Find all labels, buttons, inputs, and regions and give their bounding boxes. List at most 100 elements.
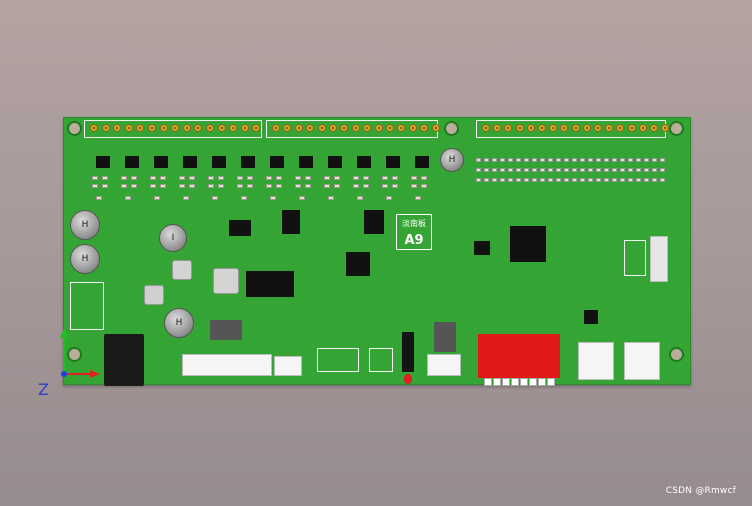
smd-part [516, 168, 521, 172]
header-pad [408, 124, 417, 132]
smd-part [484, 168, 489, 172]
smd-part [572, 158, 577, 162]
resistor [183, 196, 189, 200]
electrolytic-cap-3: I [159, 224, 187, 252]
header-pad [616, 124, 625, 132]
smd-part [484, 158, 489, 162]
header-pad [306, 124, 315, 132]
connector-bottom-2[interactable] [274, 356, 302, 376]
resistor [208, 176, 214, 180]
header-pad [594, 124, 602, 132]
mosfet [154, 156, 168, 168]
resistor [363, 176, 369, 180]
ic-mid [434, 322, 456, 352]
resistor [179, 184, 185, 188]
smd-part [564, 178, 569, 182]
smd-part [524, 158, 529, 162]
resistor [189, 176, 195, 180]
connector-right-2[interactable] [624, 342, 660, 380]
smd-part [612, 168, 617, 172]
resistor [411, 184, 417, 188]
silk-title: 淡南板 [402, 219, 426, 228]
connector-bottom-1[interactable] [182, 354, 272, 376]
smd-part [620, 178, 625, 182]
resistor [237, 176, 243, 180]
smd-part [516, 158, 521, 162]
ic-driver-2 [282, 210, 300, 234]
inductor-2 [213, 268, 239, 294]
header-pad [329, 124, 337, 132]
smd-part [636, 168, 641, 172]
smd-part [524, 178, 529, 182]
ic-opamp [210, 320, 242, 340]
red-pin [484, 378, 492, 386]
smd-part [636, 158, 641, 162]
resistor [150, 184, 156, 188]
red-connector[interactable] [478, 334, 560, 378]
dc-power-jack[interactable] [104, 334, 144, 386]
header-pad [605, 124, 614, 132]
header-pad [538, 124, 546, 132]
mosfet [96, 156, 110, 168]
header-pad [482, 124, 490, 132]
mosfet [270, 156, 284, 168]
mosfet [241, 156, 255, 168]
red-pin [511, 378, 519, 386]
smd-part [596, 168, 601, 172]
mounting-hole-mid-top [444, 121, 459, 136]
smd-part [620, 168, 625, 172]
pcb-board[interactable]: H H I H H 淡南板 A9 [63, 117, 691, 386]
axis-gizmo [60, 328, 100, 378]
ic-power-big [246, 271, 294, 297]
resistor [363, 184, 369, 188]
resistor [357, 196, 363, 200]
header-pad [148, 124, 156, 132]
axis-z-label: Z [38, 380, 49, 399]
connector-vertical-right [650, 236, 668, 282]
smd-part [564, 168, 569, 172]
axis-x-arrow [90, 370, 100, 378]
smd-part [500, 178, 505, 182]
smd-part [596, 158, 601, 162]
header-pad [206, 124, 214, 132]
connector-bottom-3[interactable] [427, 354, 461, 376]
ic-small-right [584, 310, 598, 324]
resistor [160, 176, 166, 180]
resistor [353, 184, 359, 188]
header-pad [493, 124, 502, 132]
smd-part [636, 178, 641, 182]
header-pad [171, 124, 180, 132]
resistor [334, 176, 340, 180]
mosfet [328, 156, 342, 168]
resistor [92, 184, 98, 188]
axis-origin [61, 371, 67, 377]
mounting-hole-tl [67, 121, 82, 136]
resistor [305, 184, 311, 188]
header-pad [420, 124, 429, 132]
smd-part [620, 158, 625, 162]
smd-part [492, 158, 497, 162]
silk-title-box: 淡南板 A9 [396, 214, 432, 250]
resistor [276, 184, 282, 188]
smd-part [660, 158, 665, 162]
header-pad [252, 124, 261, 132]
header-pad [582, 124, 591, 132]
resistor [295, 176, 301, 180]
terminal-block-left [70, 282, 104, 330]
smd-part [476, 178, 481, 182]
smd-part [540, 158, 545, 162]
resistor [411, 176, 417, 180]
ic-driver-3 [364, 210, 384, 234]
resistor [131, 184, 137, 188]
header-pad [363, 124, 372, 132]
resistor [270, 196, 276, 200]
header-pad [272, 124, 280, 132]
smd-part [652, 178, 657, 182]
header-pad [374, 124, 383, 132]
smd-part [556, 178, 561, 182]
connector-right-1[interactable] [578, 342, 614, 380]
header-pad [526, 124, 535, 132]
resistor [353, 176, 359, 180]
smd-part [508, 158, 513, 162]
